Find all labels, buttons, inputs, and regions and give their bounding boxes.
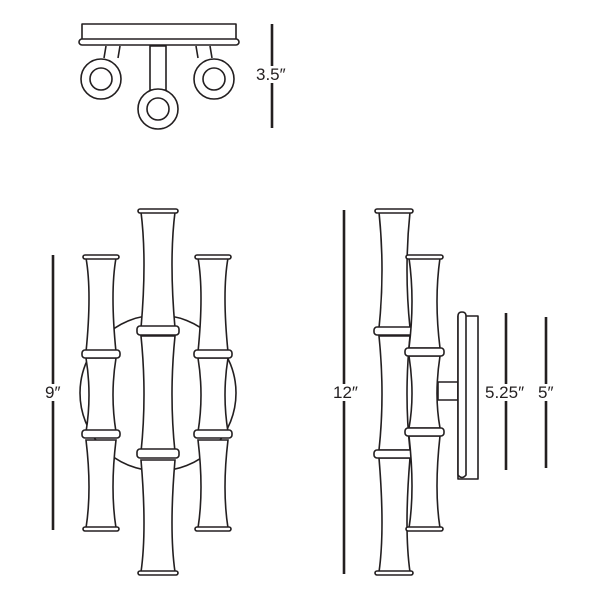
front-view [51,208,237,576]
backplate-height-label: 5.25″ [484,383,526,402]
side-view [342,208,548,576]
top-view [78,23,274,130]
front-height-label: 9″ [44,383,62,402]
backplate-width-label: 5″ [537,383,555,402]
overall-height-label: 12″ [332,383,359,402]
depth-label: 3.5″ [255,65,287,84]
